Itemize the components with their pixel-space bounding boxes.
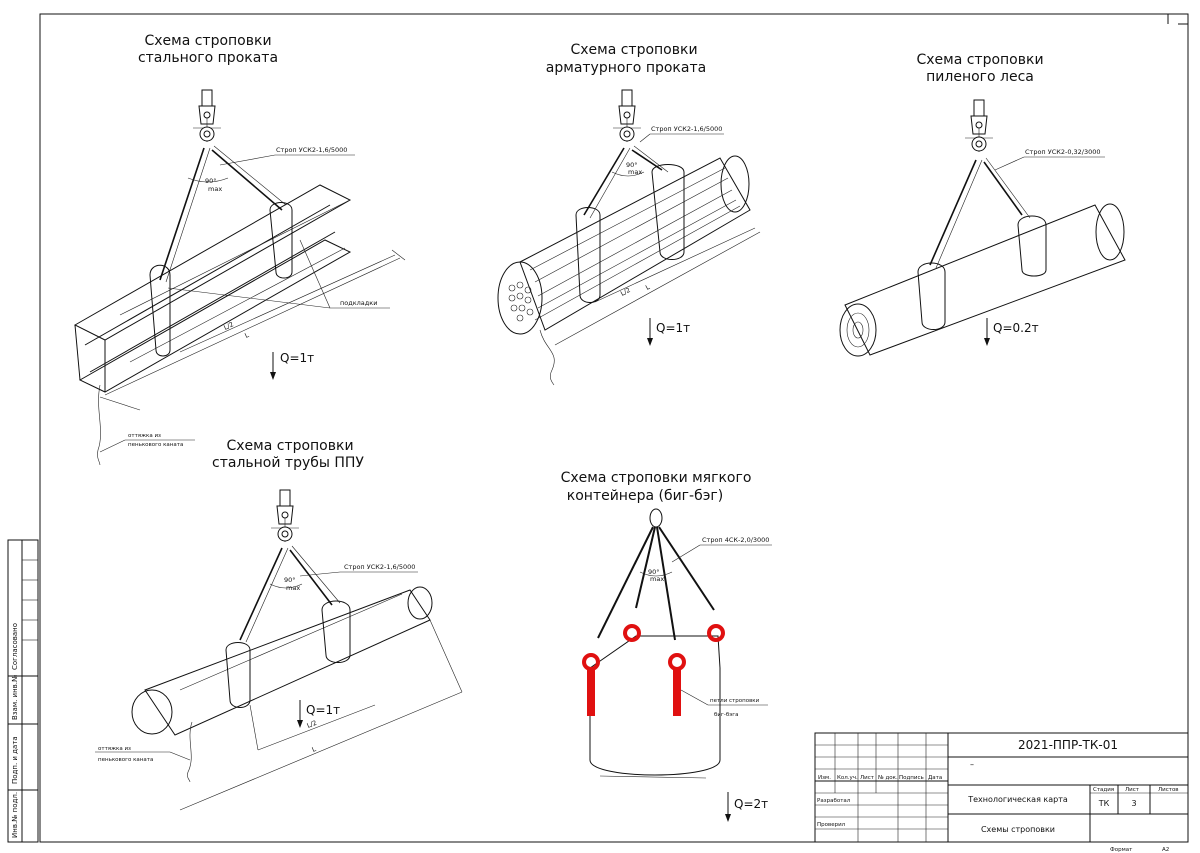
padding-label: подкладки — [340, 299, 377, 307]
stamp-sign-date: Подп. и дата — [11, 736, 19, 784]
sling-label: Строп УСК2-1,6/5000 — [651, 125, 722, 133]
sling-angle-max: max — [628, 168, 642, 176]
load-value: Q=1т — [280, 351, 314, 365]
sling-label: Строп УСК2-1,6/5000 — [344, 563, 415, 571]
sling-angle: 90° — [284, 576, 296, 584]
ppu-pipe-icon — [131, 586, 433, 736]
sling-angle: 90° — [205, 177, 217, 185]
stage-value: ТК — [1098, 799, 1110, 808]
sheet-header: Лист — [1125, 787, 1140, 793]
scheme-subtitle: контейнера (биг-бэг) — [567, 488, 723, 504]
sling-label: Строп УСК2-1,6/5000 — [276, 146, 347, 154]
loops-label-2: биг-бэга — [714, 712, 739, 718]
dim-half-length: L/2 — [619, 286, 632, 298]
col-header: Дата — [928, 775, 942, 781]
load-value: Q=1т — [656, 321, 690, 335]
dim-half-length: L/2 — [306, 719, 318, 730]
load-value: Q=0.2т — [993, 321, 1039, 335]
dim-length: L — [644, 283, 651, 292]
sheet-frame — [39, 13, 1189, 843]
crane-hook-icon — [612, 89, 642, 143]
scheme-title: Схема строповки — [144, 33, 271, 49]
scheme-timber: Схема строповки пиленого леса Строп УСК2… — [839, 52, 1126, 357]
bigbag-container-icon — [589, 635, 721, 779]
dash-mark: – — [970, 760, 974, 769]
format-label: Формат — [1110, 847, 1133, 853]
scheme-ppu-pipe: Схема строповки стальной трубы ППУ 90° m… — [95, 438, 463, 811]
rope-label: оттяжка из — [128, 433, 161, 439]
scheme-title: Схема строповки мягкого — [561, 470, 752, 486]
scheme-rebar: Схема строповки арматурного проката 90° … — [497, 42, 761, 386]
loops-label: петли строповки — [710, 698, 760, 704]
dim-length: L — [243, 331, 250, 340]
stamp-inv-original: Инв.№ подл. — [11, 792, 19, 838]
stage-header: Стадия — [1093, 787, 1114, 793]
developed-label: Разработал — [817, 798, 851, 804]
load-value: Q=1т — [306, 703, 340, 717]
checked-label: Проверил — [817, 822, 846, 828]
stamp-agreed: Согласовано — [11, 623, 19, 670]
dim-length: L — [311, 745, 318, 754]
crane-hook-icon — [964, 99, 994, 153]
scheme-subtitle: стального проката — [138, 50, 278, 66]
rope-label-2: пенькового каната — [128, 442, 183, 448]
rebar-bundle-icon — [497, 155, 751, 335]
rope-label: оттяжка из — [98, 746, 131, 752]
sheets-header: Листов — [1158, 787, 1179, 793]
crane-hook-icon — [192, 89, 222, 143]
scheme-subtitle: арматурного проката — [546, 60, 706, 76]
sling-label: Строп УСК2-0,32/3000 — [1025, 148, 1101, 156]
sling-angle-max: max — [286, 584, 300, 592]
col-header: Кол.уч. — [837, 775, 858, 781]
document-code: 2021-ППР-ТК-01 — [1018, 738, 1118, 752]
rope-label-2: пенькового каната — [98, 757, 153, 763]
scheme-bigbag: Схема строповки мягкого контейнера (биг-… — [561, 470, 772, 822]
sling-angle: 90° — [626, 161, 638, 169]
work-title: Технологическая карта — [967, 795, 1068, 804]
timber-log-icon — [839, 203, 1126, 357]
col-header: Лист — [860, 775, 875, 781]
scheme-subtitle: пиленого леса — [926, 69, 1034, 85]
sheet-value: 3 — [1131, 799, 1136, 808]
title-block: Изм. Кол.уч. Лист № док. Подпись Дата Ра… — [814, 732, 1189, 853]
format-value: А2 — [1162, 847, 1169, 853]
master-link-icon — [649, 508, 663, 528]
i-beam-icon — [73, 184, 352, 393]
stamp-replaced-inv: Взам. инв.№ — [11, 675, 19, 720]
col-header: № док. — [878, 775, 898, 781]
crane-hook-icon — [270, 489, 300, 543]
load-value: Q=2т — [734, 797, 768, 811]
sling-label: Строп 4СК-2,0/3000 — [702, 536, 769, 544]
scheme-title: Схема строповки — [570, 42, 697, 58]
col-header: Изм. — [818, 775, 831, 781]
scheme-title: Схема строповки — [916, 52, 1043, 68]
scheme-steel-rolled: Схема строповки стального проката 90° ma… — [73, 33, 406, 466]
lifting-loops — [582, 624, 725, 716]
sling-angle: 90° — [648, 568, 660, 576]
dim-half-length: L/2 — [222, 320, 234, 331]
sheet-title: Схемы строповки — [981, 825, 1055, 834]
scheme-title: Схема строповки — [226, 438, 353, 454]
col-header: Подпись — [899, 775, 924, 781]
sling-angle-max: max — [650, 575, 664, 583]
side-stamp: Согласовано Взам. инв.№ Подп. и дата Инв… — [7, 539, 39, 843]
sling-angle-max: max — [208, 185, 222, 193]
scheme-subtitle: стальной трубы ППУ — [212, 455, 364, 471]
